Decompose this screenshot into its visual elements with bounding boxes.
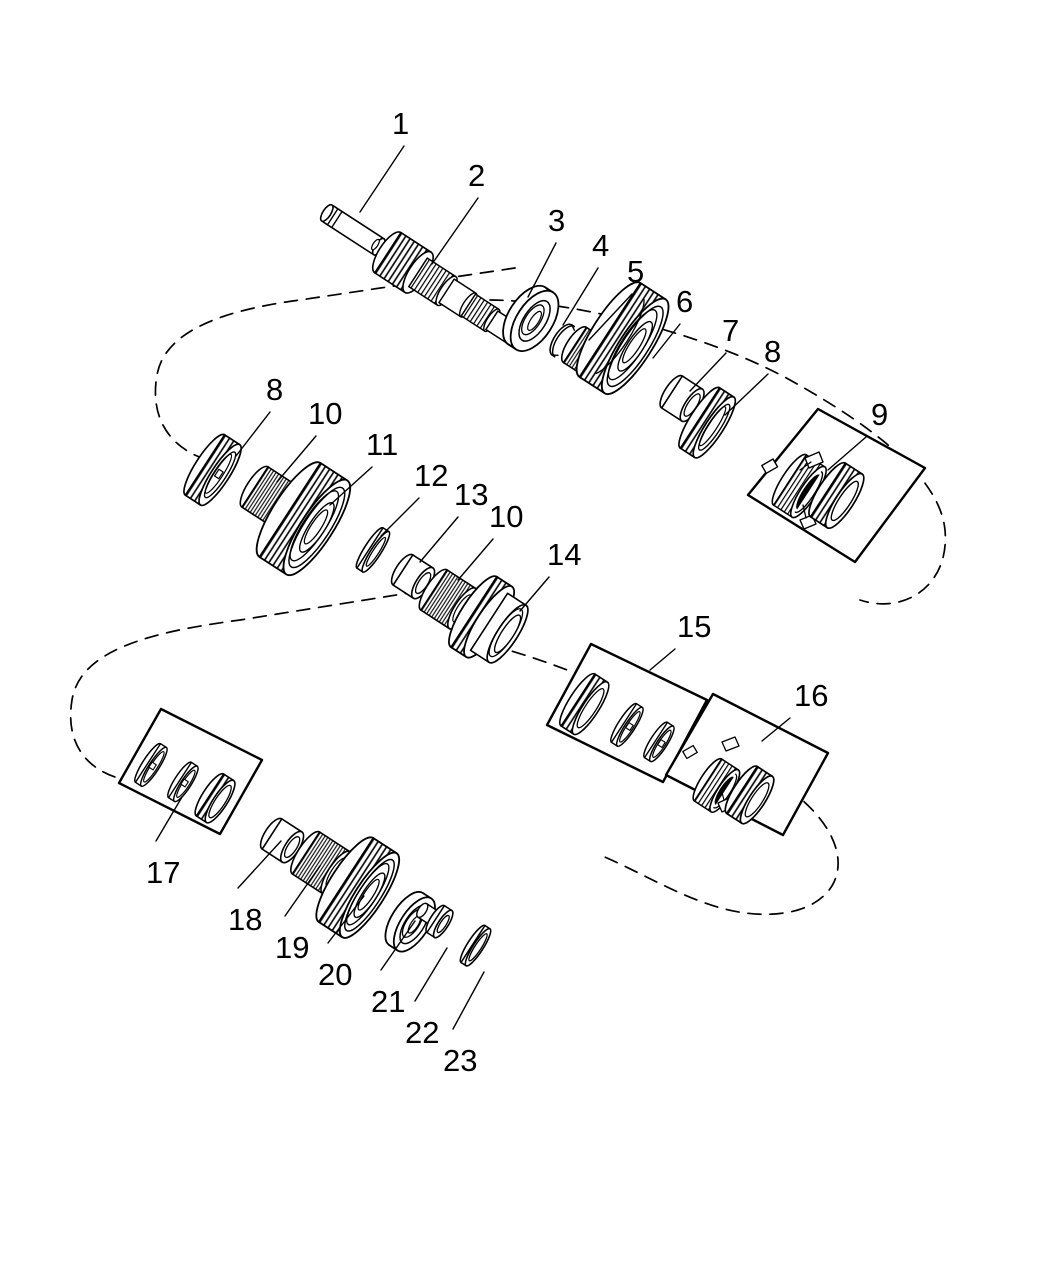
leader-line-washer [452,971,485,1030]
part-14-clutch-gear-hub [448,575,529,664]
callout-synchronizer-hub-kit-box: 9 [871,397,889,432]
callout-snap-ring: 4 [592,228,610,263]
leader-line-needle-roller-bearing [457,538,494,581]
callout-ball-bearing: 3 [548,203,566,238]
part-6-helical-gear [575,281,670,396]
leader-line-clutch-gear-hub [519,576,550,612]
callout-ball-bearing: 21 [371,984,406,1019]
leader-line-synchronizer-ring [235,411,271,457]
hub-sleeve-9 [761,451,827,530]
kit-box-15 [545,642,709,784]
leader-line-synchronizer-ring-kit-box [649,648,676,671]
leader-line-helical-gear [652,323,681,359]
leader-line-ball-bearing [380,920,416,971]
leader-line-synchronizer-ring [724,373,769,416]
part-8a-synchro-ring [678,386,737,459]
hub-sleeve-16 [682,736,741,814]
callout-retaining-bolt: 22 [405,1015,440,1050]
callout-helical-gear: 20 [318,957,353,992]
leader-line-ball-bearing [527,242,557,298]
leader-line-spacer-sleeve [237,840,282,889]
part-23-washer [459,924,492,967]
kit-box-16 [664,692,830,837]
hub-gear-16 [724,765,775,825]
callout-thrust-washer: 12 [414,458,449,493]
leader-line-synchronizer-hub-kit-box [827,436,867,471]
leader-line-needle-roller-bearing [276,435,317,483]
leader-line-helical-gear [329,466,373,506]
callout-helical-gear: 6 [676,284,694,319]
leader-line-spacer-sleeve [689,352,727,392]
leader-line-retaining-bolt [414,947,448,1002]
callout-spacer-sleeve: 18 [228,902,263,937]
part-12-thrust-washer [355,526,391,573]
callout-input-shaft-with-gear: 2 [468,158,486,193]
part-1-dowel-pin [319,203,386,256]
leader-line-synchronizer-ring-kit-box [155,796,183,842]
leader-line-synchronizer-hub-kit-box [761,717,791,742]
leader-line-helical-gear [327,895,365,944]
callout-synchronizer-hub-kit-box: 16 [794,678,829,713]
part-2-input-shaft [371,231,522,345]
part-22-retaining-bolt [416,902,454,939]
leader-line-snap-ring [562,267,599,326]
part-7-spacer-sleeve [659,374,705,423]
leader-lines [155,145,867,1030]
callout-needle-roller-bearing: 19 [275,930,310,965]
callout-clutch-gear-hub: 14 [547,537,582,572]
kit-box-17 [117,707,264,836]
callout-synchronizer-ring: 8 [266,372,284,407]
part-8b-synchro-ring [183,433,242,507]
part-20-helical-gear [315,836,401,939]
callout-spacer-sleeve: 7 [722,313,740,348]
leader-line-needle-roller-bearing [588,293,633,341]
part-4-snap-ring [549,323,576,358]
callout-needle-roller-bearing: 5 [627,254,645,289]
callout-synchronizer-ring-kit-box: 15 [677,609,712,644]
part-11-helical-gear [255,461,352,577]
leader-line-dowel-pin [359,145,405,213]
part-3-ball-bearing [502,284,560,352]
callout-washer: 23 [443,1043,478,1078]
callout-spacer-sleeve: 13 [454,477,489,512]
leader-line-needle-roller-bearing [284,865,321,917]
callout-needle-roller-bearing: 10 [308,396,343,431]
hub-gear-9 [808,461,865,530]
leader-line-thrust-washer [380,497,420,537]
callout-helical-gear: 11 [366,427,399,462]
callout-dowel-pin: 1 [392,106,410,141]
callout-synchronizer-ring: 8 [764,334,782,369]
kit-box-9 [746,407,927,564]
callout-synchronizer-ring-kit-box: 17 [146,855,181,890]
leader-line-spacer-sleeve [419,516,459,563]
leader-line-input-shaft-with-gear [431,197,479,265]
callout-needle-roller-bearing: 10 [489,499,524,534]
